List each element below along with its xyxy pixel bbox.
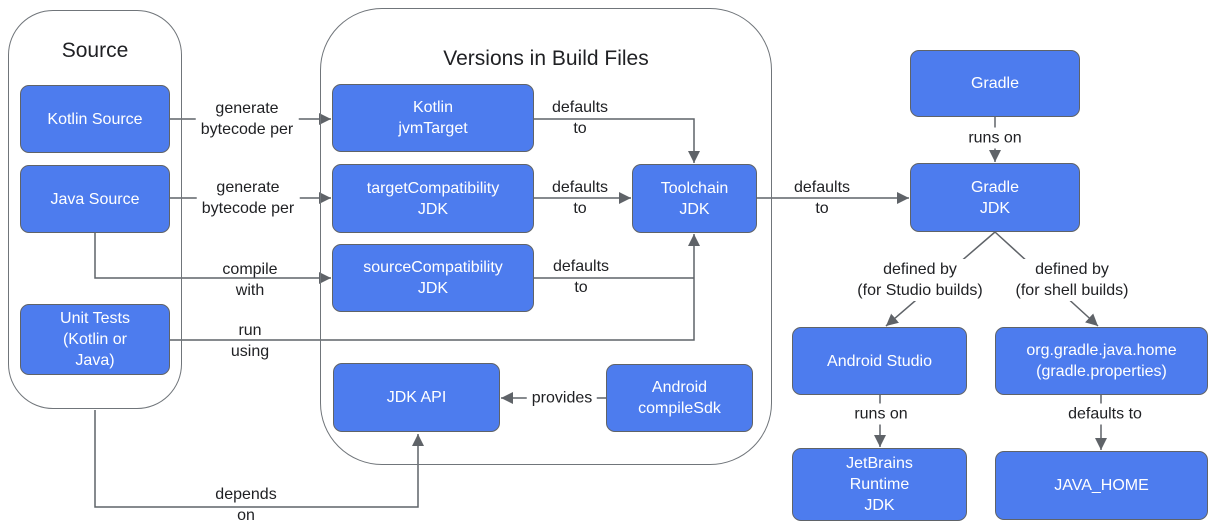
- edge-label-compile-with: compile with: [222, 261, 278, 299]
- edge-label-defaults-to-jvmtarget: defaults to: [551, 99, 609, 137]
- node-org-gradle-java-home: org.gradle.java.home (gradle.properties): [995, 327, 1208, 395]
- edge-label-defined-by-studio: defined by (for Studio builds): [852, 259, 988, 301]
- source-group-title: Source: [61, 39, 129, 62]
- node-unit-tests: Unit Tests (Kotlin or Java): [20, 304, 170, 375]
- node-targetcompatibility-jdk: targetCompatibility JDK: [332, 164, 534, 233]
- node-jetbrains-runtime-jdk: JetBrains Runtime JDK: [792, 448, 967, 521]
- node-jdk-api: JDK API: [333, 363, 500, 432]
- edge-label-orggradle-defaults-to: defaults to: [1063, 403, 1147, 425]
- edge-label-studio-runs-on: runs on: [849, 403, 913, 425]
- node-toolchain-jdk: Toolchain JDK: [632, 164, 757, 233]
- node-gradle: Gradle: [910, 50, 1080, 117]
- edge-label-provides: provides: [526, 387, 598, 409]
- edge-label-gradle-runs-on: runs on: [963, 127, 1027, 149]
- build-files-group: Versions in Build Files: [320, 8, 772, 465]
- node-gradle-jdk: Gradle JDK: [910, 163, 1080, 232]
- node-java-source: Java Source: [20, 165, 170, 233]
- edge-label-defaults-to-toolchain: defaults to: [793, 179, 851, 217]
- node-kotlin-jvmtarget: Kotlin jvmTarget: [332, 84, 534, 152]
- node-sourcecompatibility-jdk: sourceCompatibility JDK: [332, 244, 534, 312]
- edge-label-defined-by-shell: defined by (for shell builds): [1010, 259, 1134, 301]
- source-group: Source: [8, 10, 182, 409]
- edge-label-defaults-to-source: defaults to: [552, 258, 610, 296]
- edge-label-generate-bytecode-kotlin: generate bytecode per: [195, 98, 299, 140]
- node-android-studio: Android Studio: [792, 327, 967, 395]
- node-android-compilesdk: Android compileSdk: [606, 364, 753, 432]
- node-java-home: JAVA_HOME: [995, 451, 1208, 520]
- edge-label-depends-on: depends on: [215, 486, 277, 524]
- edge-label-generate-bytecode-java: generate bytecode per: [196, 177, 300, 219]
- edge-label-run-using: run using: [230, 322, 270, 360]
- node-kotlin-source: Kotlin Source: [20, 85, 170, 153]
- build-files-group-title: Versions in Build Files: [443, 47, 649, 70]
- edge-label-defaults-to-target: defaults to: [551, 179, 609, 217]
